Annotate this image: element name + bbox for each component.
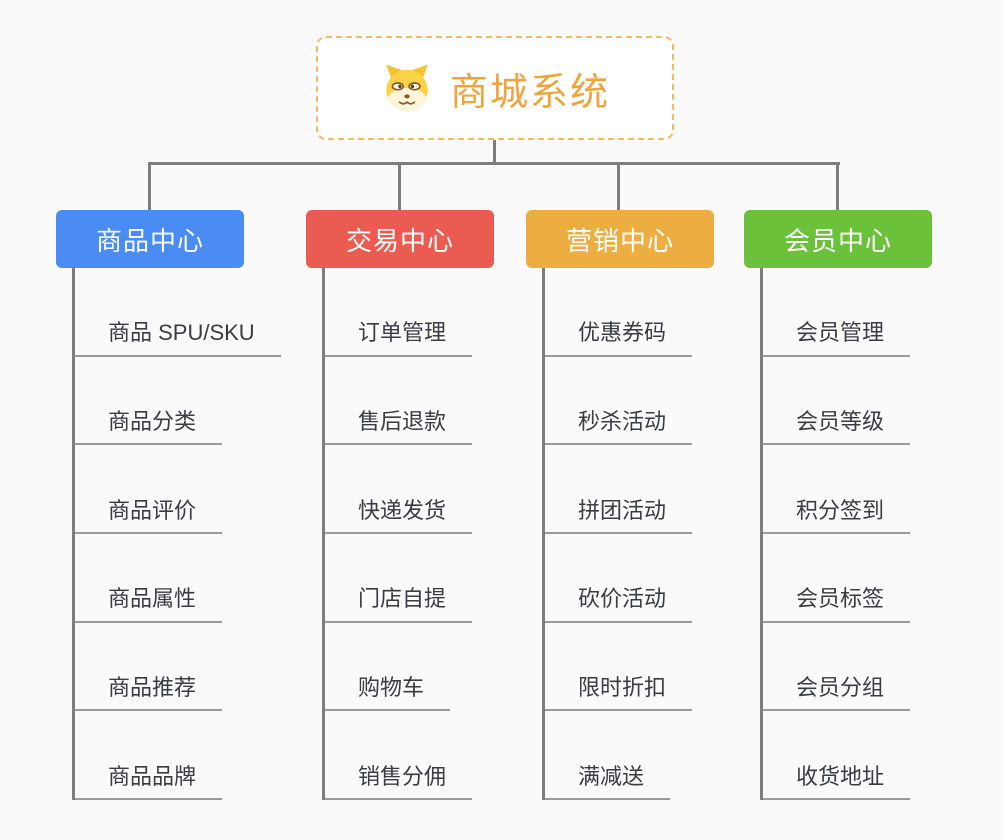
branch-header[interactable]: 营销中心 xyxy=(526,210,714,268)
list-item[interactable]: 优惠券码 xyxy=(545,320,693,357)
list-item[interactable]: 商品品牌 xyxy=(75,764,223,800)
list-item[interactable]: 商品分类 xyxy=(75,409,223,446)
branch-marketing-center: 营销中心 优惠券码秒杀活动拼团活动砍价活动限时折扣满减送 xyxy=(526,210,714,800)
list-item[interactable]: 会员管理 xyxy=(763,320,911,357)
root-title: 商城系统 xyxy=(449,71,610,114)
connector-drop xyxy=(148,162,151,210)
list-item[interactable]: 商品推荐 xyxy=(75,675,223,712)
connector-bus xyxy=(149,162,840,165)
branch-items: 优惠券码秒杀活动拼团活动砍价活动限时折扣满减送 xyxy=(542,268,772,800)
list-item[interactable]: 会员分组 xyxy=(763,675,911,712)
doge-face-icon xyxy=(386,64,428,112)
branch-product-center: 商品中心 商品 SPU/SKU 商品分类商品评价商品属性商品推荐商品品牌 xyxy=(56,210,281,800)
list-item[interactable]: 快递发货 xyxy=(325,498,473,534)
list-item[interactable]: 拼团活动 xyxy=(545,498,693,534)
list-item[interactable]: 积分签到 xyxy=(763,498,911,534)
list-item[interactable]: 会员标签 xyxy=(763,586,911,623)
branch-header[interactable]: 会员中心 xyxy=(744,210,932,268)
connector-drop xyxy=(836,162,839,210)
list-item[interactable]: 商品评价 xyxy=(75,498,223,534)
branch-trade-center: 交易中心 订单管理售后退款快递发货门店自提购物车销售分佣 xyxy=(306,210,494,800)
list-item[interactable]: 销售分佣 xyxy=(325,764,473,800)
branch-header[interactable]: 商品中心 xyxy=(56,210,244,268)
branch-member-center: 会员中心 会员管理会员等级积分签到会员标签会员分组收货地址 xyxy=(744,210,932,800)
list-item[interactable]: 商品 SPU/SKU xyxy=(75,320,281,357)
branch-header[interactable]: 交易中心 xyxy=(306,210,494,268)
list-item[interactable]: 秒杀活动 xyxy=(545,409,693,446)
list-item[interactable]: 门店自提 xyxy=(325,586,473,623)
list-item[interactable]: 砍价活动 xyxy=(545,586,693,623)
branch-items: 会员管理会员等级积分签到会员标签会员分组收货地址 xyxy=(760,268,990,800)
list-item[interactable]: 购物车 xyxy=(325,675,451,712)
list-item[interactable]: 订单管理 xyxy=(325,320,473,357)
connector-root-stub xyxy=(493,140,496,163)
branch-items: 订单管理售后退款快递发货门店自提购物车销售分佣 xyxy=(322,268,552,800)
root-node[interactable]: 商城系统 xyxy=(316,36,674,140)
list-item[interactable]: 会员等级 xyxy=(763,409,911,446)
branch-items: 商品 SPU/SKU 商品分类商品评价商品属性商品推荐商品品牌 xyxy=(72,268,302,800)
list-item[interactable]: 售后退款 xyxy=(325,409,473,446)
list-item[interactable]: 商品属性 xyxy=(75,586,223,623)
connector-drop xyxy=(398,162,401,210)
list-item[interactable]: 满减送 xyxy=(545,764,671,800)
list-item[interactable]: 收货地址 xyxy=(763,764,911,800)
list-item[interactable]: 限时折扣 xyxy=(545,675,693,712)
connector-drop xyxy=(617,162,620,210)
